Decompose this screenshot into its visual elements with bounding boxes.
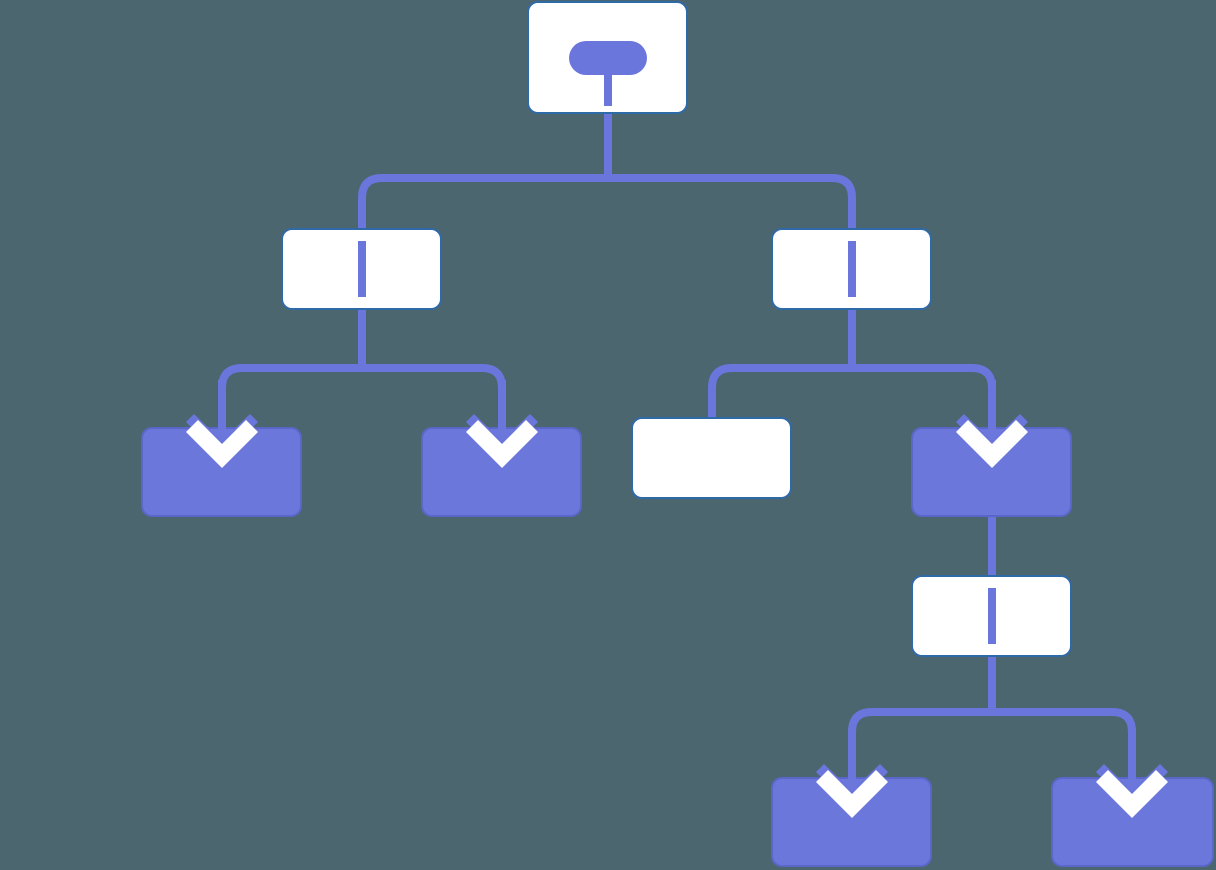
- node-mid-white-through-line: [988, 588, 996, 644]
- node-root-inner-pill: [569, 41, 647, 75]
- node-branch-right-through-line: [848, 241, 856, 297]
- node-leaf-3-white-shape[interactable]: [631, 417, 792, 499]
- node-branch-left-through-line: [358, 241, 366, 297]
- node-branch-right[interactable]: [771, 228, 932, 310]
- edge-root-split-right: [608, 174, 856, 320]
- node-root-inner-stem: [604, 72, 612, 106]
- edge-root-split-left: [358, 174, 608, 320]
- node-root[interactable]: [527, 1, 688, 114]
- node-leaf-3-white[interactable]: [631, 417, 792, 499]
- edge-right-split-a: [708, 364, 852, 424]
- node-branch-left[interactable]: [281, 228, 442, 310]
- node-mid-white[interactable]: [911, 575, 1072, 657]
